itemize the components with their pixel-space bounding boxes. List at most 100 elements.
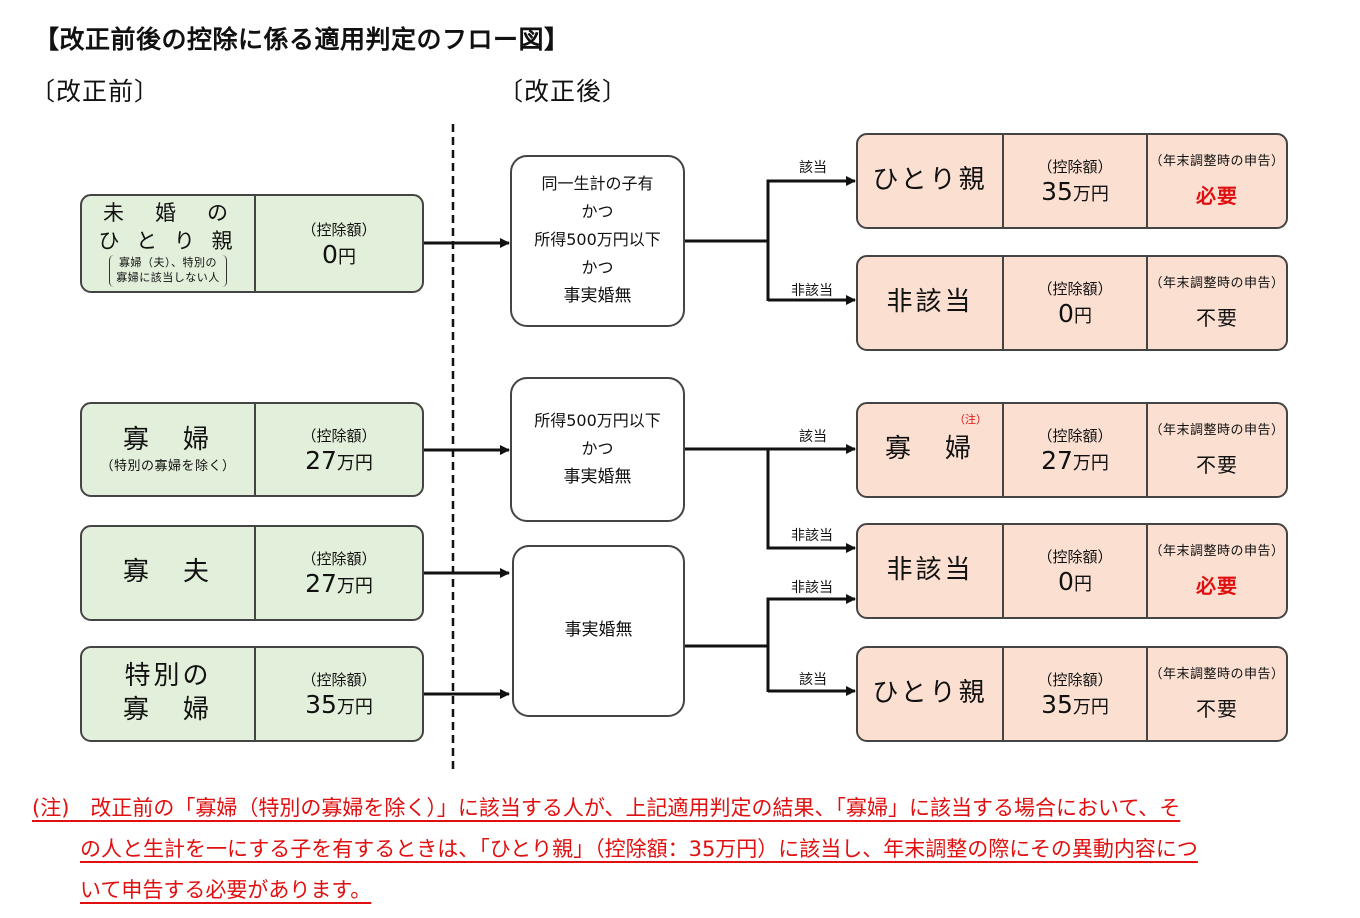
before-name-cell: 特別の 寡 婦 — [82, 648, 254, 740]
condition-line: 同一生計の子有 — [541, 174, 654, 194]
condition-line: 事実婚無 — [563, 466, 632, 487]
deduction-label: （控除額） — [1037, 671, 1113, 689]
condition-node-widow: 所得500万円以下 かつ 事実婚無 — [510, 377, 685, 522]
before-subnote-line: 寡婦に該当しない人 — [116, 270, 220, 284]
footnote-mark: (注) — [32, 796, 70, 820]
before-name-line: 寡 婦 — [122, 695, 213, 725]
footnote: (注) 改正前の「寡婦（特別の寡婦を除く）」に該当する人が、上記適用判定の結果、… — [32, 788, 1342, 911]
after-declaration-cell: （年末調整時の申告） 不要 — [1146, 257, 1286, 349]
after-amount-cell: （控除額） 0円 — [1002, 525, 1146, 617]
deduction-amount: 0円 — [322, 239, 356, 269]
footnote-text: の人と生計を一にする子を有するときは、「ひとり親」（控除額：35万円）に該当し、… — [80, 837, 1198, 861]
declaration-label: （年末調整時の申告） — [1149, 543, 1285, 559]
footnote-line-2: の人と生計を一にする子を有するときは、「ひとり親」（控除額：35万円）に該当し、… — [32, 829, 1342, 870]
after-name-cell: 非該当 — [858, 257, 1002, 349]
before-name-cell: 寡 婦 （特別の寡婦を除く） — [82, 404, 254, 495]
condition-node-single-parent: 同一生計の子有 かつ 所得500万円以下 かつ 事実婚無 — [510, 155, 685, 327]
condition-line: 所得500万円以下 — [534, 230, 661, 250]
before-box-widow: 寡 婦 （特別の寡婦を除く） （控除額） 27万円 — [80, 402, 424, 497]
after-box-not-applicable-2: 非該当 （控除額） 0円 （年末調整時の申告） 必要 — [856, 523, 1288, 619]
after-amount-cell: （控除額） 0円 — [1002, 257, 1146, 349]
after-name: 寡 婦 — [884, 434, 975, 465]
condition-line: かつ — [581, 438, 614, 458]
section-after-label: 〔改正後〕 — [498, 77, 629, 106]
before-amount-cell: （控除額） 35万円 — [254, 648, 422, 740]
before-name-cell: 寡 夫 — [82, 527, 254, 619]
declaration-status: 不要 — [1196, 306, 1238, 331]
deduction-amount: 0円 — [1058, 567, 1092, 596]
after-box-single-parent-2: ひとり親 （控除額） 35万円 （年末調整時の申告） 不要 — [856, 646, 1288, 742]
before-amount-cell: （控除額） 0円 — [254, 196, 422, 291]
after-name: ひとり親 — [872, 678, 988, 709]
condition-line: 所得500万円以下 — [534, 410, 661, 430]
deduction-label: （控除額） — [1037, 427, 1113, 445]
after-declaration-cell: （年末調整時の申告） 不要 — [1146, 404, 1286, 496]
footnote-text: 改正前の「寡婦（特別の寡婦を除く）」に該当する人が、上記適用判定の結果、「寡婦」… — [90, 796, 1181, 820]
after-box-single-parent-1: ひとり親 （控除額） 35万円 （年末調整時の申告） 必要 — [856, 133, 1288, 229]
before-box-special-widow: 特別の 寡 婦 （控除額） 35万円 — [80, 646, 424, 742]
edge-label-not-applicable: 非該当 — [791, 528, 833, 544]
after-declaration-cell: （年末調整時の申告） 必要 — [1146, 525, 1286, 617]
after-amount-cell: （控除額） 35万円 — [1002, 135, 1146, 227]
deduction-amount: 27万円 — [1041, 446, 1109, 475]
footnote-line-1: (注) 改正前の「寡婦（特別の寡婦を除く）」に該当する人が、上記適用判定の結果、… — [32, 788, 1342, 829]
before-subnote: 寡婦（夫）、特別の 寡婦に該当しない人 — [109, 254, 227, 287]
after-box-not-applicable-1: 非該当 （控除額） 0円 （年末調整時の申告） 不要 — [856, 255, 1288, 351]
section-before-label: 〔改正前〕 — [30, 77, 161, 106]
deduction-label: （控除額） — [301, 426, 377, 445]
declaration-label: （年末調整時の申告） — [1149, 422, 1285, 438]
after-declaration-cell: （年末調整時の申告） 不要 — [1146, 648, 1286, 740]
declaration-status: 不要 — [1196, 453, 1238, 478]
after-amount-cell: （控除額） 27万円 — [1002, 404, 1146, 496]
after-name: 非該当 — [886, 287, 974, 318]
before-box-unmarried-single-parent: 未 婚 の ひ と り 親 寡婦（夫）、特別の 寡婦に該当しない人 （控除額） … — [80, 194, 424, 293]
deduction-label: （控除額） — [301, 550, 377, 568]
before-amount-cell: （控除額） 27万円 — [254, 404, 422, 495]
edge-label-applicable: 該当 — [799, 672, 827, 688]
condition-line: 事実婚無 — [564, 620, 633, 641]
page-title: 【改正前後の控除に係る適用判定のフロー図】 — [34, 25, 570, 54]
deduction-label: （控除額） — [1037, 280, 1113, 298]
edge-label-not-applicable: 非該当 — [791, 580, 833, 596]
declaration-status: 不要 — [1196, 697, 1238, 722]
edge-label-not-applicable: 非該当 — [791, 283, 833, 299]
declaration-status: 必要 — [1196, 184, 1238, 209]
deduction-amount: 27万円 — [305, 569, 373, 598]
deduction-amount: 35万円 — [1041, 177, 1109, 206]
deduction-label: （控除額） — [301, 220, 377, 239]
before-name-line: 特別の — [124, 661, 212, 692]
declaration-label: （年末調整時の申告） — [1149, 666, 1285, 682]
condition-line: かつ — [581, 202, 614, 222]
note-marker: （注） — [954, 413, 987, 426]
after-name-cell: ひとり親 — [858, 135, 1002, 227]
before-subnote: （特別の寡婦を除く） — [100, 458, 236, 474]
declaration-label: （年末調整時の申告） — [1149, 275, 1285, 291]
before-name-cell: 未 婚 の ひ と り 親 寡婦（夫）、特別の 寡婦に該当しない人 — [82, 196, 254, 291]
before-box-widower: 寡 夫 （控除額） 27万円 — [80, 525, 424, 621]
condition-line: かつ — [581, 258, 614, 278]
declaration-status: 必要 — [1196, 574, 1238, 599]
before-name-line: 寡 婦 — [122, 424, 213, 455]
deduction-label: （控除額） — [1037, 548, 1113, 566]
before-amount-cell: （控除額） 27万円 — [254, 527, 422, 619]
after-name: ひとり親 — [872, 165, 988, 196]
after-declaration-cell: （年末調整時の申告） 必要 — [1146, 135, 1286, 227]
before-subnote-line: 寡婦（夫）、特別の — [119, 255, 217, 269]
after-name-cell: （注） 寡 婦 — [858, 404, 1002, 496]
deduction-label: （控除額） — [301, 671, 377, 689]
deduction-amount: 35万円 — [1041, 690, 1109, 719]
deduction-amount: 27万円 — [305, 445, 373, 475]
footnote-line-3: いて申告する必要があります。 — [32, 870, 1342, 911]
footnote-text: いて申告する必要があります。 — [80, 878, 372, 902]
after-name-cell: 非該当 — [858, 525, 1002, 617]
deduction-amount: 35万円 — [305, 690, 373, 719]
declaration-label: （年末調整時の申告） — [1149, 153, 1285, 169]
after-amount-cell: （控除額） 35万円 — [1002, 648, 1146, 740]
deduction-label: （控除額） — [1037, 158, 1113, 176]
before-name-line: ひ と り 親 — [98, 228, 238, 253]
deduction-amount: 0円 — [1058, 299, 1092, 328]
before-name-line: 寡 夫 — [122, 557, 213, 588]
after-name: 非該当 — [886, 555, 974, 586]
before-name-line: 未 婚 の — [103, 201, 233, 226]
